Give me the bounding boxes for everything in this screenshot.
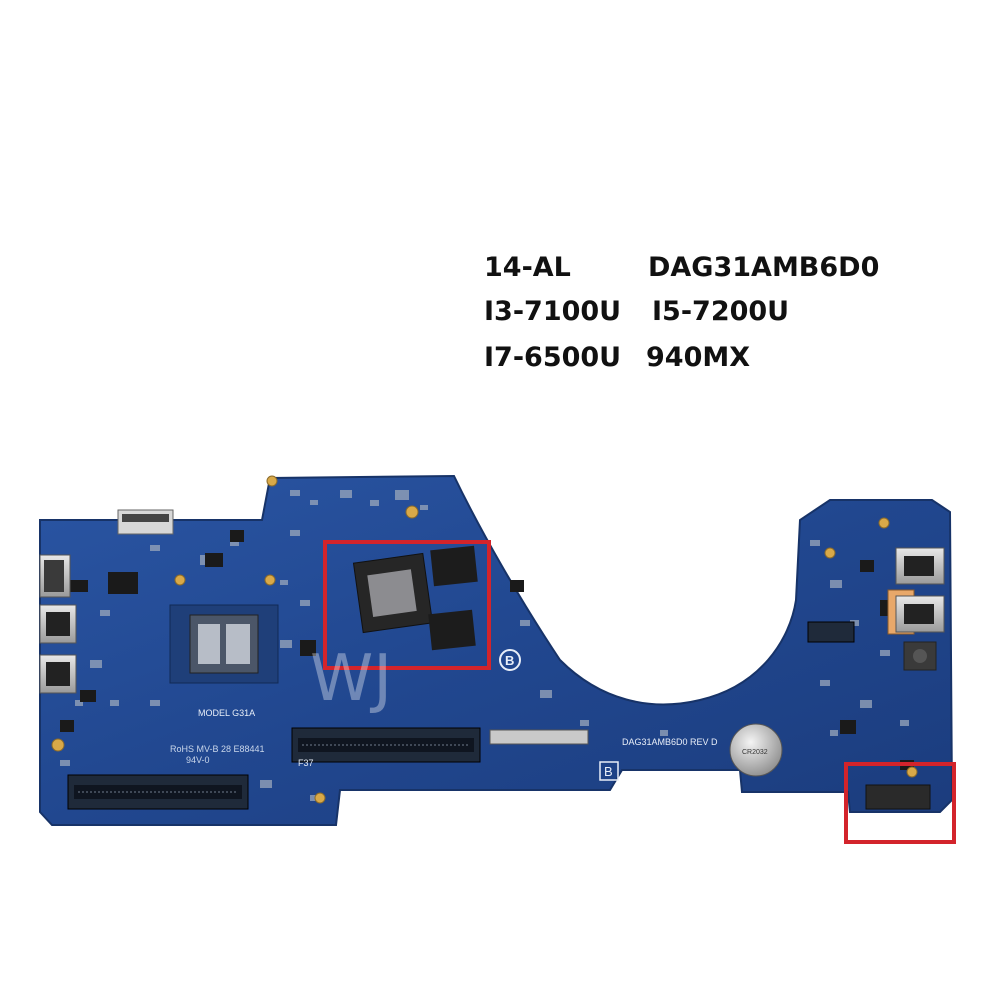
spec-model: 14-AL bbox=[484, 252, 571, 283]
spec-gpu: 940MX bbox=[646, 342, 751, 373]
left-ports bbox=[39, 554, 77, 694]
ram-slot-lower bbox=[67, 774, 249, 810]
board-b-mark-2: B bbox=[599, 761, 619, 781]
board-b-mark-1: B bbox=[499, 649, 521, 671]
right-ports bbox=[887, 547, 945, 671]
mounting-holes bbox=[51, 475, 918, 804]
ribbon-connector bbox=[489, 729, 589, 745]
ssd-connector bbox=[865, 784, 931, 810]
gpu-area bbox=[352, 545, 478, 651]
spec-board-code: DAG31AMB6D0 bbox=[648, 252, 880, 283]
board-f-label: F37 bbox=[298, 758, 314, 768]
spec-cpu-i3: I3-7100U bbox=[484, 296, 622, 327]
svg-text:CR2032: CR2032 bbox=[742, 749, 768, 756]
spec-cpu-i7: I7-6500U bbox=[484, 342, 622, 373]
ram-slot-upper bbox=[291, 727, 481, 763]
top-connector-pins bbox=[122, 514, 169, 522]
ssd-highlight-box bbox=[844, 762, 956, 844]
cpu-chip bbox=[169, 604, 279, 684]
m2-slot bbox=[807, 621, 855, 643]
svg-text:B: B bbox=[604, 764, 613, 779]
board-model-label: MODEL G31A bbox=[198, 708, 255, 718]
pcb-board bbox=[39, 474, 954, 826]
board-cert-2: 94V-0 bbox=[186, 755, 210, 765]
watermark: WJ bbox=[310, 642, 392, 716]
svg-text:B: B bbox=[505, 653, 514, 668]
board-rev-label: DAG31AMB6D0 REV D bbox=[622, 737, 718, 747]
board-cert-1: RoHS MV-B 28 E88441 bbox=[170, 744, 265, 754]
gpu-highlight-box bbox=[323, 540, 491, 670]
cmos-battery: CR2032 bbox=[729, 723, 783, 777]
spec-cpu-i5: I5-7200U bbox=[652, 296, 790, 327]
